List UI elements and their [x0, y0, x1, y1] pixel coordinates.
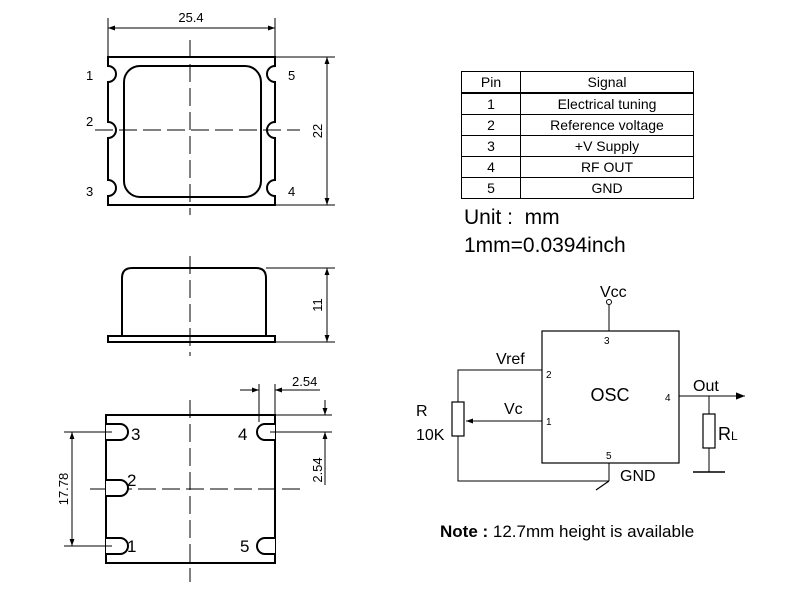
- r-label: R: [416, 403, 428, 420]
- vref-wire: [457, 369, 542, 402]
- bottom-pin-label: 2: [127, 471, 136, 490]
- table-row: 3 +V Supply: [461, 135, 694, 157]
- bottom-pin-label: 5: [240, 537, 249, 556]
- pitch-label: 2.54: [292, 374, 317, 389]
- note-text: 12.7mm height is available: [488, 522, 695, 541]
- table-row: 4 RF OUT: [461, 156, 694, 178]
- top-pin-label: 3: [86, 184, 93, 199]
- table-cell: +V Supply: [520, 135, 694, 157]
- schematic: OSC Vcc 3 Vref 2 Vc 1 R 10K 5 GND Out 4 …: [416, 284, 745, 491]
- pad-5: [256, 537, 275, 555]
- height-note: Note : 12.7mm height is available: [440, 522, 694, 542]
- table-cell: GND: [520, 177, 694, 199]
- table-cell: 5: [461, 177, 521, 199]
- osc-pin-number: 2: [546, 370, 552, 381]
- top-pin-label: 1: [86, 68, 93, 83]
- top-pin-label: 2: [86, 114, 93, 129]
- r-value-label: 10K: [416, 427, 445, 444]
- vc-label: Vc: [504, 401, 523, 418]
- pad-3: [106, 423, 129, 441]
- bottom-view: 3 2 1 4 5 2.54 2.54 17.78: [56, 374, 332, 582]
- table-cell: 4: [461, 156, 521, 178]
- table-cell: Reference voltage: [520, 114, 694, 136]
- top-pin-label: 5: [288, 68, 295, 83]
- pad-4: [256, 423, 275, 441]
- table-cell: 1: [461, 92, 521, 115]
- top-height-label: 22: [310, 124, 325, 138]
- bottom-pin-label: 1: [127, 537, 136, 556]
- osc-label: OSC: [590, 385, 629, 405]
- offset-label: 2.54: [310, 457, 325, 482]
- note-label: Note :: [440, 522, 489, 541]
- top-width-label: 25.4: [178, 10, 203, 25]
- bottom-pin-label: 3: [131, 425, 140, 444]
- gnd-label: GND: [620, 468, 656, 485]
- top-body-outline: [107, 56, 276, 206]
- table-row: 2 Reference voltage: [461, 114, 694, 136]
- table-cell: 2: [461, 114, 521, 136]
- unit-label: Unit : mm: [464, 206, 560, 229]
- unit-conversion-label: 1mm=0.0394inch: [464, 234, 626, 257]
- table-cell: Electrical tuning: [520, 92, 694, 115]
- table-row: 1 Electrical tuning: [461, 92, 694, 115]
- potentiometer: [451, 401, 465, 437]
- gnd-return-wire: [457, 436, 609, 482]
- table-row: 5 GND: [461, 177, 694, 199]
- table-cell: RF OUT: [520, 156, 694, 178]
- side-height-label: 11: [310, 298, 325, 312]
- vcc-terminal: [606, 299, 612, 305]
- pad-1: [106, 537, 129, 555]
- gnd-symbol: [595, 480, 610, 491]
- top-view: 25.4 22 1 2 3 4 5: [86, 10, 335, 215]
- side-can-outline: [121, 267, 267, 336]
- top-pin-label: 4: [288, 184, 295, 199]
- osc-pin-number: 1: [546, 417, 552, 428]
- span-label: 17.78: [56, 473, 71, 506]
- osc-pin-number: 4: [665, 393, 671, 404]
- osc-pin-number: 3: [604, 336, 610, 347]
- table-header-row: Pin Signal: [461, 71, 694, 94]
- rl-label: RL: [718, 424, 738, 444]
- out-label: Out: [693, 378, 719, 395]
- side-base-plate: [107, 335, 276, 343]
- pin-signal-table: Pin Signal 1 Electrical tuning 2 Referen…: [461, 71, 694, 199]
- vref-label: Vref: [496, 351, 525, 368]
- top-lid-outline: [123, 65, 262, 198]
- table-header: Pin: [461, 71, 521, 94]
- bottom-pin-label: 4: [238, 425, 247, 444]
- table-header: Signal: [520, 71, 694, 94]
- osc-block: [541, 330, 680, 464]
- osc-pin-number: 5: [606, 451, 612, 462]
- table-cell: 3: [461, 135, 521, 157]
- vcc-label: Vcc: [600, 284, 627, 301]
- pad-2: [106, 479, 129, 497]
- side-view: 11: [107, 256, 335, 356]
- load-resistor: [702, 413, 716, 449]
